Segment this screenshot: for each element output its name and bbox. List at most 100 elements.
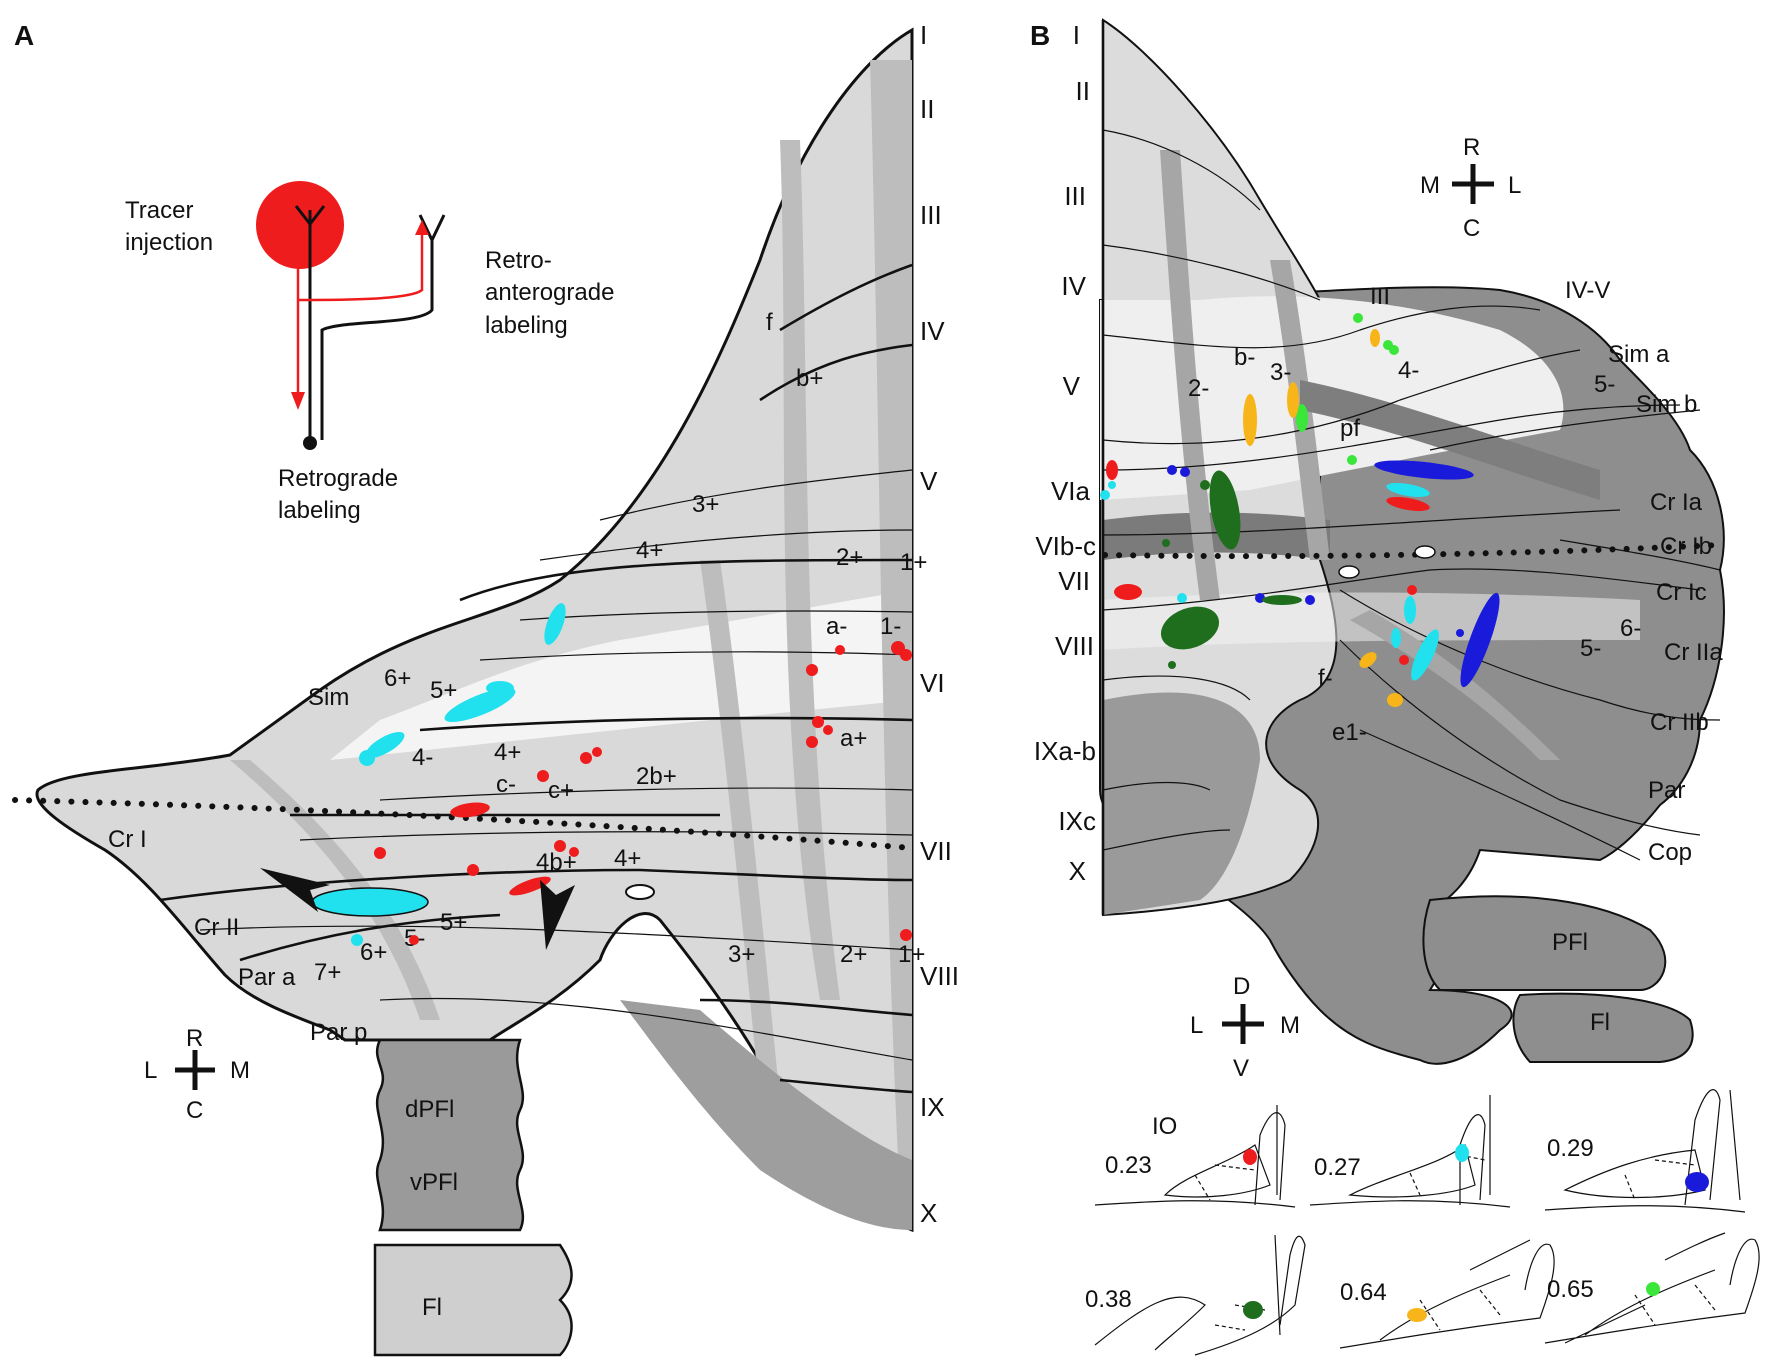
io-section-4: 0.38	[1085, 1234, 1306, 1356]
panel-a: I II III IV V VI VII VIII IX X Sim Cr I …	[12, 20, 959, 1357]
panel-a-lobule-labels: I II III IV V VI VII VIII IX X	[920, 20, 959, 1228]
lobule-VIa-b: VIa	[1051, 476, 1091, 506]
legend-retro-2: labeling	[278, 497, 361, 524]
io-section-6-label: 0.65	[1547, 1276, 1594, 1303]
lobule-I-b: I	[1073, 20, 1080, 50]
panel-a-cyan-cells	[311, 603, 566, 946]
io-section-2-mark	[1455, 1144, 1469, 1162]
label-par-b: Par	[1648, 777, 1685, 804]
io-section-6-mark	[1646, 1282, 1660, 1296]
label-pfl-b: PFl	[1552, 929, 1588, 956]
legend-retro-1: Retrograde	[278, 465, 398, 492]
zone-6-plus: 6+	[384, 665, 411, 692]
zone-3-minus-b: 3-	[1270, 359, 1291, 386]
zone-1-plus-b: 1+	[898, 941, 925, 968]
io-section-5: 0.64	[1339, 1239, 1555, 1349]
zone-c-plus: c+	[548, 777, 574, 804]
lobule-II-a: II	[920, 94, 934, 124]
orient-m-io: M	[1280, 1012, 1300, 1039]
zone-4-plus-b: 4+	[494, 739, 521, 766]
orientation-cross-io: D L M V	[1190, 973, 1300, 1082]
label-cr-iib: Cr IIb	[1650, 709, 1709, 736]
blood-vessel-a	[625, 884, 655, 900]
zone-3-plus: 3+	[692, 491, 719, 518]
flocculus-a	[373, 1243, 573, 1357]
label-cr-ia: Cr Ia	[1650, 489, 1703, 516]
label-dpfl: dPFl	[405, 1096, 454, 1123]
panel-a-zone-labels: f b+ 3+ 4+ 2+ 1+ a- 1- a+ 6+ 5+ 4- 4+ c-…	[314, 309, 927, 986]
zone-1-plus: 1+	[900, 549, 927, 576]
label-fl-b: Fl	[1590, 1009, 1610, 1036]
legend-ra-2: anterograde	[485, 279, 614, 306]
label-III-b: III	[1370, 283, 1390, 310]
label-cr2: Cr II	[194, 914, 239, 941]
label-par-p: Par p	[310, 1019, 367, 1046]
zone-a-minus: a-	[826, 613, 847, 640]
io-section-5-mark	[1407, 1308, 1427, 1322]
lobule-X-a: X	[920, 1198, 937, 1228]
panel-b-label: B	[1030, 20, 1050, 51]
orient-c-b: C	[1463, 215, 1480, 242]
lobule-III-a: III	[920, 200, 942, 230]
zone-2-minus-b: 2-	[1188, 375, 1209, 402]
zone-7-plus: 7+	[314, 959, 341, 986]
arrowhead-left-icon	[260, 868, 330, 912]
label-cr-iia: Cr IIa	[1664, 639, 1723, 666]
red-cells-b	[1106, 460, 1430, 665]
label-sim-a: Sim a	[1608, 341, 1670, 368]
lobule-II-b: II	[1076, 76, 1090, 106]
label-par-a: Par a	[238, 964, 296, 991]
zone-a-plus: a+	[840, 725, 867, 752]
orientation-cross-b: R M L C	[1420, 134, 1521, 242]
zone-3-plus-b: 3+	[728, 941, 755, 968]
io-section-4-mark	[1243, 1301, 1263, 1319]
io-section-3: 0.29	[1544, 1089, 1746, 1213]
label-cop: Cop	[1648, 839, 1692, 866]
orient-l-a: L	[144, 1057, 157, 1084]
zone-6-minus-b: 6-	[1620, 615, 1641, 642]
lobule-IXc-b: IXc	[1058, 806, 1096, 836]
orange-cells	[1243, 329, 1403, 707]
lobule-VII-b: VII	[1058, 566, 1090, 596]
tracer-legend: Tracer injection Retro- anterograde labe…	[125, 181, 614, 524]
io-section-6: 0.65	[1544, 1232, 1760, 1344]
orient-m-a: M	[230, 1057, 250, 1084]
panel-b-zone-labels: b- 3- 4- 2- pf 5- 6- 5- f- e1-	[1188, 344, 1641, 746]
zone-c-minus: c-	[496, 771, 516, 798]
orient-v-io: V	[1233, 1055, 1249, 1082]
io-section-3-mark	[1685, 1172, 1709, 1192]
panel-b-lobule-labels: I II III IV V VIa VIb-c VII VIII IXa-b I…	[1034, 20, 1096, 886]
lobule-VIII-a: VIII	[920, 961, 959, 991]
label-fl-a: Fl	[422, 1294, 442, 1321]
orient-r-b: R	[1463, 134, 1480, 161]
panel-a-cortex	[35, 27, 914, 1233]
panel-b: I II III IV V VIa VIb-c VII VIII IXa-b I…	[1030, 18, 1760, 1356]
zone-e1-minus: e1-	[1332, 719, 1367, 746]
zone-2-plus-b: 2+	[840, 941, 867, 968]
lobule-IV-a: IV	[920, 316, 945, 346]
cyan-cells-b	[1100, 481, 1439, 681]
orient-l-io: L	[1190, 1012, 1203, 1039]
lobule-X-b: X	[1069, 856, 1086, 886]
orient-m-b: M	[1420, 172, 1440, 199]
light-green-cells	[1296, 313, 1399, 465]
lobule-V-a: V	[920, 466, 938, 496]
label-cr1: Cr I	[108, 826, 147, 853]
lobule-VIbc-b: VIb-c	[1035, 531, 1096, 561]
zone-5-plus: 5+	[430, 677, 457, 704]
zone-1-minus: 1-	[880, 613, 901, 640]
zone-b-plus: b+	[796, 365, 823, 392]
zone-2-plus: 2+	[836, 544, 863, 571]
io-section-1-mark	[1243, 1149, 1257, 1165]
io-section-3-label: 0.29	[1547, 1135, 1594, 1162]
label-IV-V: IV-V	[1565, 277, 1610, 304]
zone-6-plus-b: 6+	[360, 939, 387, 966]
zone-5-minus-b: 5-	[1594, 371, 1615, 398]
orient-l-b: L	[1508, 172, 1521, 199]
lobule-III-b: III	[1064, 181, 1086, 211]
io-section-2: 0.27	[1309, 1095, 1511, 1208]
zone-4-minus: 4-	[412, 744, 433, 771]
dpfl-vpfl	[375, 1038, 525, 1232]
label-vpfl: vPFl	[410, 1169, 458, 1196]
